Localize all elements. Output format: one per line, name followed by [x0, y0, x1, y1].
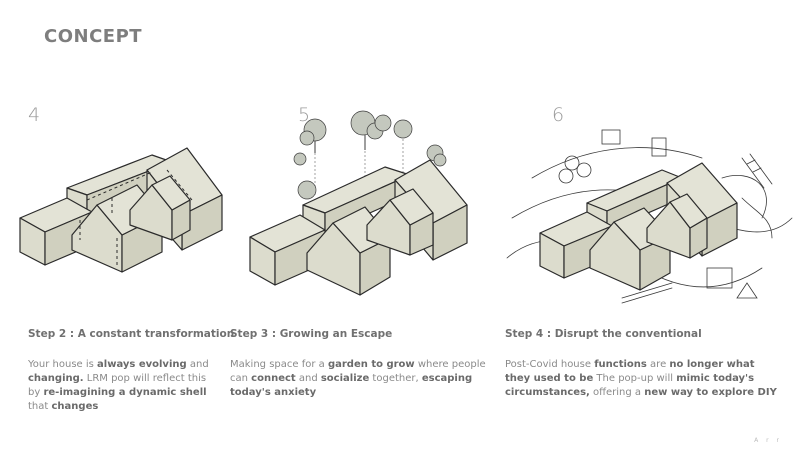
body-text: together, — [369, 373, 422, 384]
body-text: where people can — [230, 359, 486, 384]
illustration-disrupt-conventional — [506, 129, 793, 304]
illustration-garden-escape — [249, 110, 468, 296]
step-description: Post-Covid house functions are no longer… — [505, 358, 780, 400]
emphasis-text: mimic today's circumstances, — [505, 373, 755, 398]
emphasis-text: connect — [251, 373, 296, 384]
emphasis-text: escaping today's anxiety — [230, 373, 473, 398]
emphasis-text: re-imagining a dynamic shell — [43, 387, 207, 398]
body-text: Your house is — [28, 359, 98, 370]
emphasis-text: socialize — [320, 373, 370, 384]
body-text: Post-Covid house — [505, 359, 595, 370]
step-title: Step 2 : A constant transformation — [28, 328, 235, 340]
body-text: LRM pop will reflect this by — [28, 373, 207, 398]
body-text: Making space for a — [230, 359, 328, 370]
step-number-4: 4 — [28, 104, 41, 126]
emphasis-text: new way to explore DIY — [644, 387, 777, 398]
step-title: Step 3 : Growing an Escape — [230, 328, 393, 340]
body-text: offering a — [589, 387, 645, 398]
emphasis-text: changing. — [28, 373, 84, 384]
step-number-5: 5 — [298, 104, 311, 126]
page-title: CONCEPT — [44, 26, 143, 47]
emphasis-text: changes — [51, 401, 99, 412]
step-description: Making space for a garden to grow where … — [230, 358, 490, 400]
footer-mark: A r r — [754, 437, 782, 444]
step-title: Step 4 : Disrupt the conventional — [505, 328, 702, 340]
body-text: are — [646, 359, 670, 370]
emphasis-text: no longer what they used to be — [505, 359, 755, 384]
body-text: that — [28, 401, 52, 412]
emphasis-text: garden to grow — [327, 359, 415, 370]
emphasis-text: always evolving — [97, 359, 187, 370]
illustration-houses-transforming — [19, 147, 223, 273]
step-number-6: 6 — [552, 104, 565, 126]
step-description: Your house is always evolving and changi… — [28, 358, 213, 414]
body-text: and — [186, 359, 209, 370]
emphasis-text: functions — [594, 359, 647, 370]
body-text: The pop-up will — [593, 373, 677, 384]
body-text: and — [295, 373, 321, 384]
